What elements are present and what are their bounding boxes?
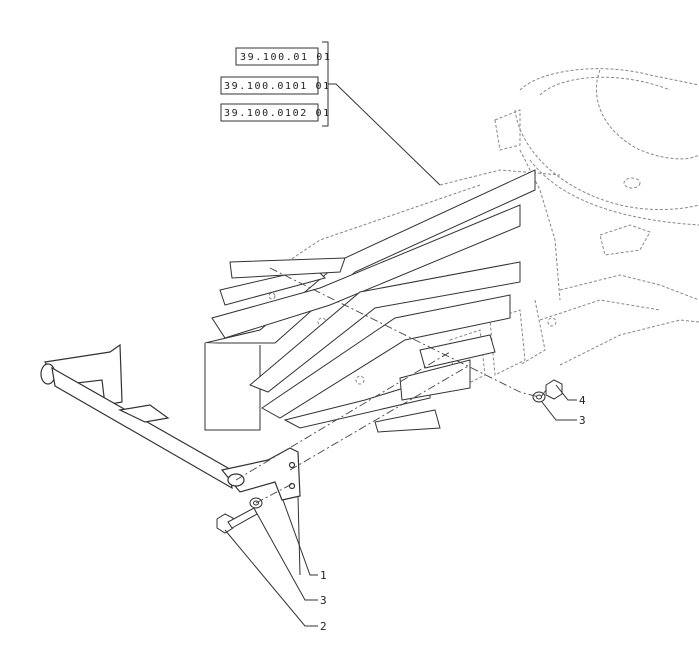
reference-group: 39.100.01 01 39.100.0101 01 39.100.0102 … [220, 41, 441, 186]
callout-label-bolt[interactable]: 2 [320, 620, 327, 633]
callout-labels: 4 3 1 3 2 [320, 394, 586, 633]
assembly-centerlines [235, 267, 547, 504]
callout-label-nut[interactable]: 4 [579, 394, 586, 407]
nut-right [545, 379, 563, 400]
end-bracket [220, 447, 301, 501]
reference-box-1[interactable]: 39.100.01 01 [235, 47, 331, 66]
reference-bracket [322, 41, 441, 186]
callout-label-washer-right[interactable]: 3 [579, 414, 586, 427]
callout-label-washer-lower[interactable]: 3 [320, 594, 327, 607]
callout-label-tow-bar[interactable]: 1 [320, 569, 327, 582]
reference-code-1: 39.100.01 01 [240, 52, 331, 63]
stop-block [118, 404, 170, 423]
tow-bar [40, 343, 301, 501]
counterweight-slabs [204, 169, 536, 433]
reference-code-3: 39.100.0102 01 [224, 108, 331, 119]
bolt [216, 507, 258, 534]
reference-code-2: 39.100.0101 01 [224, 81, 331, 92]
drawbar-rod [51, 366, 233, 490]
reference-box-3[interactable]: 39.100.0102 01 [220, 103, 331, 122]
hardware [216, 379, 563, 534]
reference-box-2[interactable]: 39.100.0101 01 [220, 76, 331, 95]
callout-leaders [224, 384, 577, 627]
